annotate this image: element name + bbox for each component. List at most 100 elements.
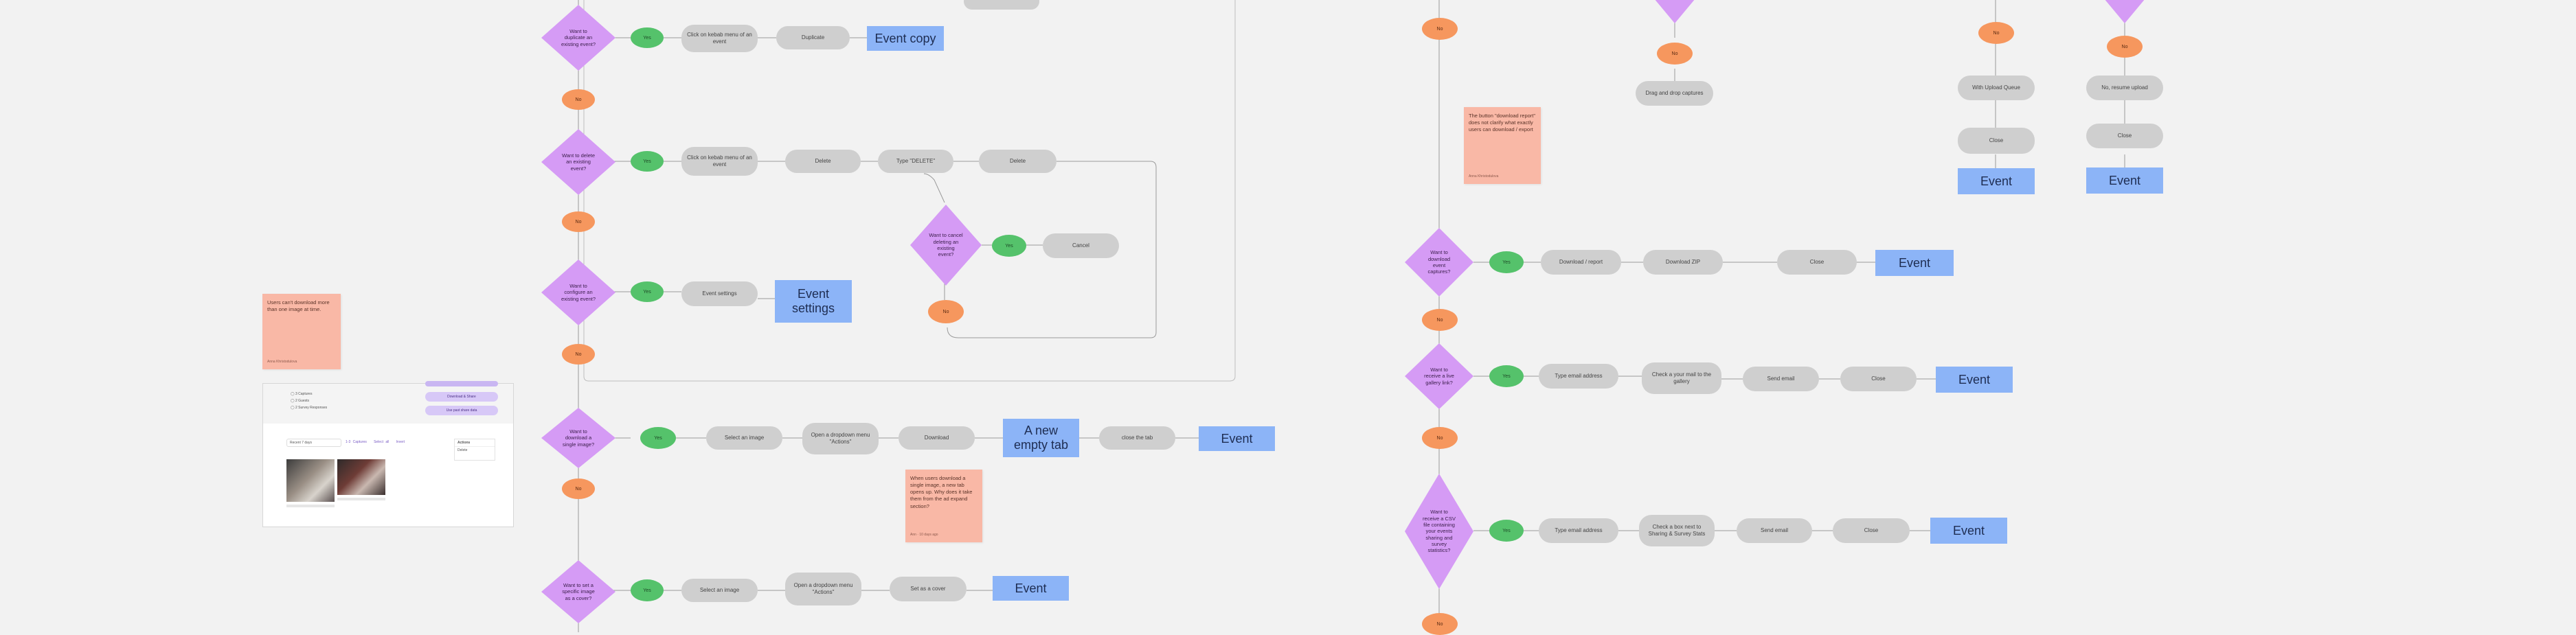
yes-badge: Yes — [640, 427, 676, 449]
step-cancel: Cancel — [1043, 233, 1119, 258]
decision-download-report: Want to download event captures? — [1405, 228, 1473, 297]
step-select-image: Select an image — [706, 426, 782, 450]
decision-partial — [2104, 0, 2145, 23]
decision-set-cover-text: Want to set a specific image as a cover? — [562, 581, 595, 601]
no-badge: No — [1657, 43, 1693, 65]
step-close-tab: close the tab — [1099, 426, 1175, 450]
step-delete: Delete — [785, 150, 861, 173]
step-open-dropdown-2: Open a dropdown menu "Actions" — [785, 573, 861, 605]
yes-badge: Yes — [631, 27, 664, 48]
step-download: Download — [899, 426, 975, 450]
no-badge: No — [1422, 18, 1458, 40]
step-send-email-2: Send email — [1737, 518, 1812, 543]
thumbnail-image — [286, 459, 335, 502]
event-c: Event — [1875, 250, 1954, 276]
screenshot-links: 1-3 Captures Select all Invert — [346, 440, 405, 444]
no-badge: No — [1422, 427, 1458, 449]
decision-duplicate: Want to duplicate an existing event? — [541, 5, 615, 71]
decision-download-single: Want to download a single image? — [541, 408, 615, 468]
no-badge: No — [1422, 309, 1458, 331]
sticky-note-left: Users can't download more than one image… — [262, 294, 341, 369]
step-check-inbox: Check a your mail to the gallery — [1642, 362, 1721, 394]
no-badge: No — [562, 344, 595, 365]
option-row: ◯ 2 Guests — [291, 399, 310, 403]
yes-badge: Yes — [1489, 520, 1524, 542]
no-badge: No — [562, 89, 595, 110]
step-dup-menu: Click on kebab menu of an event — [681, 25, 758, 52]
decision-receive-csv-text: Want to receive a CSV file containing yo… — [1423, 509, 1456, 554]
step-close-a: Close — [1958, 128, 2035, 154]
step-close-d: Close — [1840, 367, 1917, 391]
decision-cancel-delete-text: Want to cancel deleting an existing even… — [929, 232, 963, 258]
sticky-note-author: Anna Khristodulova — [1469, 174, 1499, 179]
option-label: 2 Survey Responses — [295, 406, 328, 410]
event-cover: Event — [993, 576, 1069, 601]
step-download-zip: Download ZIP — [1643, 250, 1723, 275]
step-delete-confirm: Delete — [979, 150, 1057, 173]
decision-partial — [1654, 0, 1695, 23]
step-download-report: Download / report — [1541, 250, 1621, 275]
sticky-note-text: The button "download report" does not cl… — [1469, 113, 1536, 133]
link-text: Select all — [374, 440, 389, 444]
option-row: ◯ 3 Captures — [291, 392, 313, 396]
step-type-delete: Type "DELETE" — [878, 150, 953, 173]
decision-invite-gallery: Want to receive a live gallery link? — [1405, 343, 1473, 409]
thumbnail-caption-bar — [286, 505, 335, 507]
embedded-screenshot: ◯ 3 Captures ◯ 2 Guests ◯ 2 Survey Respo… — [262, 381, 514, 527]
step-mid-upload: With Upload Queue — [1958, 76, 2035, 100]
actions-menu: Actions Delete — [454, 439, 495, 461]
step-drag-drop: Drag and drop captures — [1636, 81, 1713, 106]
step-duplicate: Duplicate — [776, 26, 850, 49]
step-type-email: Type email address — [1539, 364, 1618, 389]
no-badge: No — [1422, 613, 1458, 635]
no-badge: No — [562, 211, 595, 232]
step-close-e: Close — [1833, 518, 1910, 543]
decision-duplicate-text: Want to duplicate an existing event? — [561, 27, 596, 47]
past-share-button: Use past share data — [425, 406, 498, 415]
step-close-c: Close — [1777, 250, 1857, 275]
thumbnail-caption-bar — [337, 498, 385, 500]
step-type-email-2: Type email address — [1539, 518, 1618, 543]
screenshot-button-partial — [425, 381, 498, 386]
option-row: ◯ 2 Survey Responses — [291, 406, 328, 410]
no-badge: No — [2107, 36, 2143, 58]
event-new-tab: A new empty tab — [1003, 419, 1079, 457]
sticky-note-author: Anna Khristodulova — [267, 360, 297, 365]
step-no-resume: No, resume upload — [2086, 76, 2163, 100]
event-settings: Event settings — [775, 280, 852, 323]
download-share-button: Download & Share — [425, 392, 498, 402]
option-label: 3 Captures — [295, 392, 313, 396]
decision-configure-text: Want to configure an existing event? — [561, 282, 596, 302]
step-close-b: Close — [2086, 124, 2163, 148]
link-text: Invert — [396, 440, 405, 444]
event-e: Event — [1930, 518, 2007, 544]
event-b: Event — [2086, 168, 2163, 194]
step-open-dropdown: Open a dropdown menu "Actions" — [802, 423, 879, 454]
decision-download-report-text: Want to download event captures? — [1427, 249, 1451, 275]
step-event-settings: Event settings — [681, 281, 758, 306]
decision-invite-gallery-text: Want to receive a live gallery link? — [1424, 366, 1454, 386]
step-del-menu: Click on kebab menu of an event — [681, 147, 758, 176]
yes-badge: Yes — [992, 235, 1026, 257]
step-select-image-2: Select an image — [681, 579, 758, 602]
event-d: Event — [1936, 367, 2013, 393]
actions-menu-title: Actions — [455, 439, 495, 447]
actions-menu-item: Delete — [457, 448, 468, 452]
thumbnail-image — [337, 459, 385, 495]
no-badge: No — [1978, 22, 2014, 44]
decision-download-single-text: Want to download a single image? — [562, 428, 595, 448]
no-badge: No — [562, 478, 595, 499]
no-badge: No — [928, 300, 964, 323]
step-set-cover: Set as a cover — [890, 577, 967, 601]
event-a: Event — [1958, 168, 2035, 194]
sticky-note-text: When users download a single image, a ne… — [910, 475, 973, 509]
sticky-note-mid: When users download a single image, a ne… — [905, 470, 982, 542]
screenshot-tab: Recent 7 days — [286, 439, 341, 447]
yes-badge: Yes — [1489, 251, 1524, 273]
sticky-note-author: Ann · 10 days ago — [910, 533, 938, 538]
sticky-note-text: Users can't download more than one image… — [267, 299, 330, 313]
decision-receive-csv: Want to receive a CSV file containing yo… — [1405, 474, 1473, 589]
sticky-note-right: The button "download report" does not cl… — [1464, 107, 1541, 184]
decision-set-cover: Want to set a specific image as a cover? — [541, 560, 615, 623]
